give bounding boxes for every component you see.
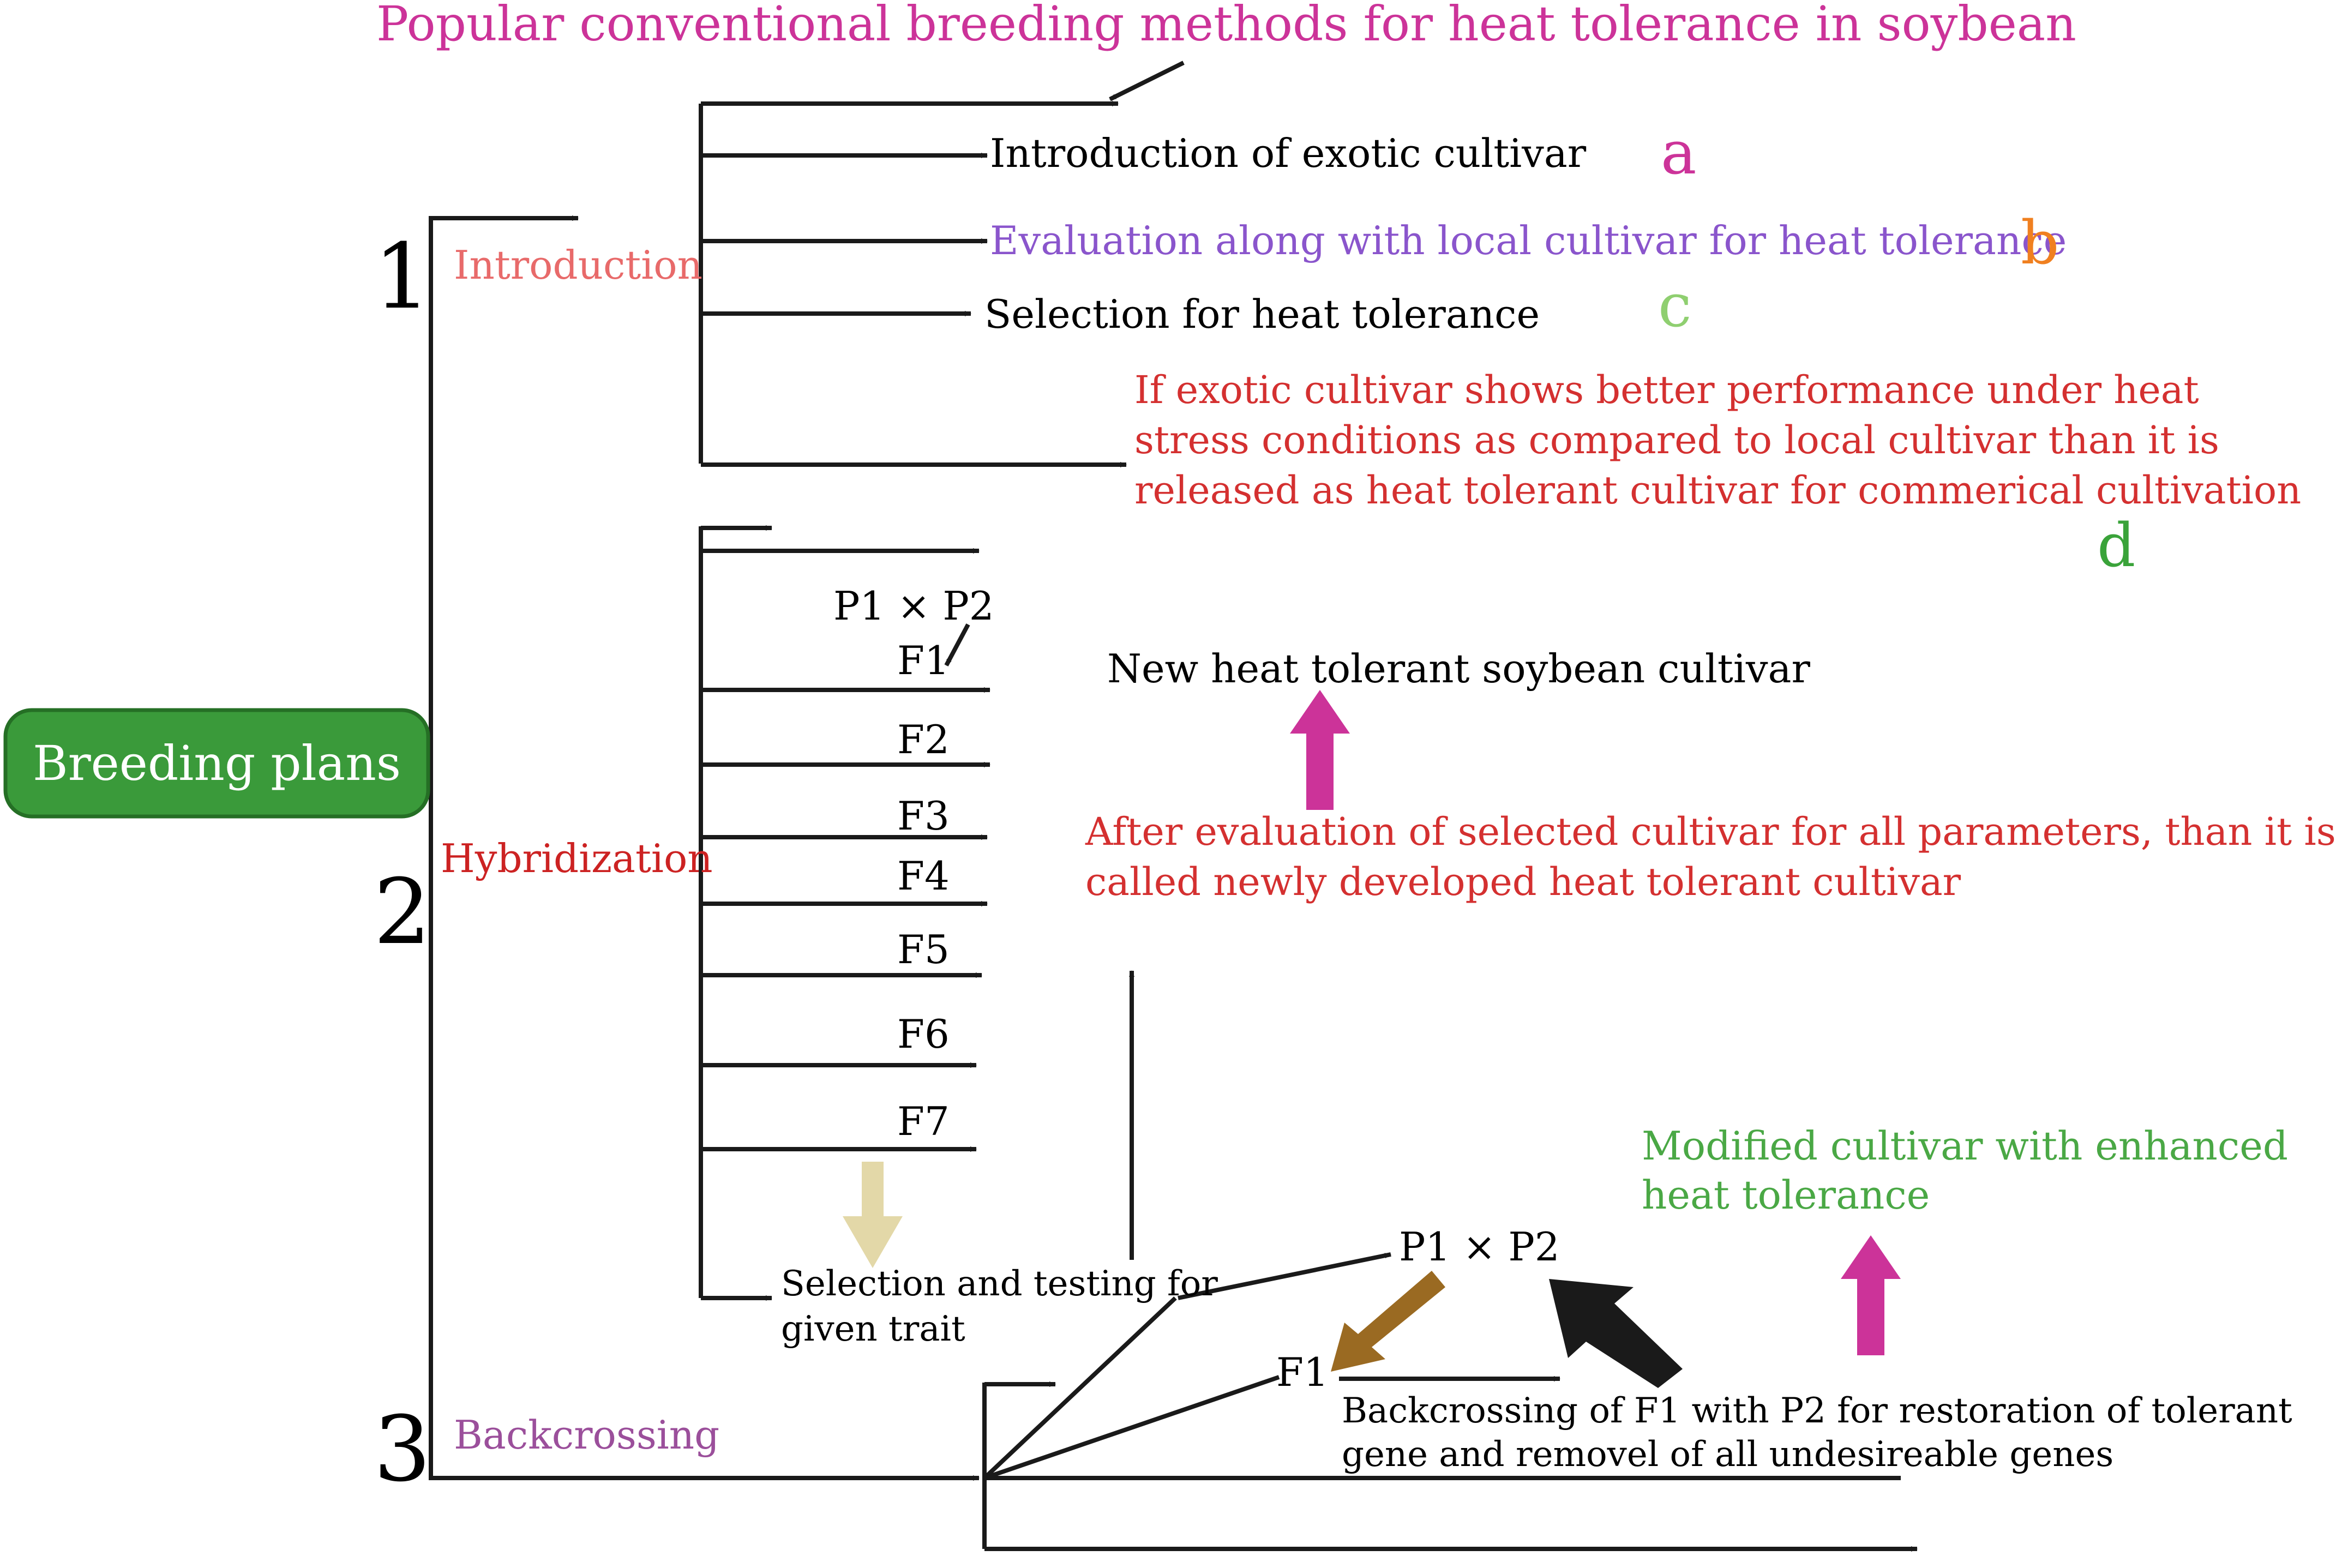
- generation-label-f5: F5: [897, 927, 950, 972]
- generation-label-f2: F2: [897, 717, 950, 762]
- selection-line-1: Selection and testing for: [781, 1264, 1218, 1304]
- method-number-3: 3: [374, 1397, 431, 1501]
- breeding-plans-label: Breeding plans: [32, 735, 401, 791]
- magenta-up-arrow-modified: [1841, 1235, 1901, 1355]
- hybridization-cross-label: P1 × P2: [833, 583, 994, 629]
- backcrossing-description-line-2: gene and removel of all undesireable gen…: [1342, 1434, 2114, 1475]
- backcrossing-cross-label: P1 × P2: [1399, 1224, 1560, 1270]
- magenta-up-arrow-result: [1290, 690, 1350, 810]
- generation-label-f3: F3: [897, 793, 950, 839]
- modified-cultivar-line-2: heat tolerance: [1642, 1172, 1930, 1218]
- backcrossing-description-line-1: Backcrossing of F1 with P2 for restorati…: [1342, 1391, 2292, 1431]
- letter-c: c: [1658, 271, 1692, 340]
- generation-label-f1: F1: [897, 638, 950, 683]
- introduction-connectors: [699, 61, 1185, 467]
- introduction-step-c: Selection for heat tolerance: [984, 291, 1540, 337]
- backcrossing-f1-label: F1: [1276, 1349, 1329, 1395]
- method-name-backcrossing: Backcrossing: [454, 1412, 720, 1458]
- new-cultivar-label: New heat tolerant soybean cultivar: [1107, 646, 1810, 692]
- breeding-plans-label-wrap: Breeding plans: [5, 710, 428, 816]
- modified-cultivar-line-1: Modified cultivar with enhanced: [1642, 1123, 2288, 1169]
- selection-to-p1p2-arrow: [1178, 1252, 1391, 1300]
- brown-diagonal-arrow: [1331, 1271, 1445, 1372]
- introduction-diagonal-arrow: [1109, 61, 1185, 101]
- evaluation-line-2: called newly developed heat tolerant cul…: [1085, 860, 1961, 904]
- method-number-1: 1: [374, 224, 431, 329]
- spine-backcrossing: [429, 764, 980, 1481]
- method-number-2: 2: [374, 860, 431, 964]
- main-connectors: [429, 215, 980, 1481]
- generation-label-f4: F4: [897, 853, 950, 899]
- method-name-hybridization: Hybridization: [441, 836, 713, 881]
- backcrossing-diagonal-to-f1: [983, 1375, 1280, 1480]
- generation-label-f7: F7: [897, 1098, 950, 1144]
- tan-down-arrow: [843, 1162, 903, 1268]
- introduction-outcome-line-3: released as heat tolerant cultivar for c…: [1134, 468, 2302, 513]
- letter-d: d: [2097, 510, 2136, 580]
- breeding-plans-box: [3, 708, 430, 819]
- letter-a: a: [1661, 118, 1697, 188]
- generation-label-f6: F6: [897, 1011, 950, 1057]
- backcrossing-diagonal-to-selection: [983, 1296, 1177, 1480]
- breeding-plans-diagram: [3, 61, 1918, 1552]
- spine-introduction: [429, 215, 579, 764]
- introduction-outcome-line-2: stress conditions as compared to local c…: [1134, 418, 2219, 462]
- hybridization-connectors: [699, 525, 1134, 1301]
- black-diagonal-arrow: [1549, 1279, 1683, 1388]
- letter-b: b: [2021, 208, 2059, 278]
- introduction-step-b: Evaluation along with local cultivar for…: [990, 218, 2067, 263]
- selection-line-2: given trait: [781, 1309, 965, 1349]
- introduction-outcome-line-1: If exotic cultivar shows better performa…: [1134, 368, 2199, 412]
- hybridization-p1p2-pointer: [944, 623, 970, 666]
- evaluation-line-1: After evaluation of selected cultivar fo…: [1085, 809, 2336, 854]
- backcrossing-connectors: [982, 1252, 1918, 1552]
- introduction-step-a: Introduction of exotic cultivar: [990, 130, 1587, 176]
- diagram-title: Popular conventional breeding methods fo…: [376, 0, 2076, 52]
- block-arrows: [843, 690, 1901, 1388]
- method-name-introduction: Introduction: [454, 242, 702, 288]
